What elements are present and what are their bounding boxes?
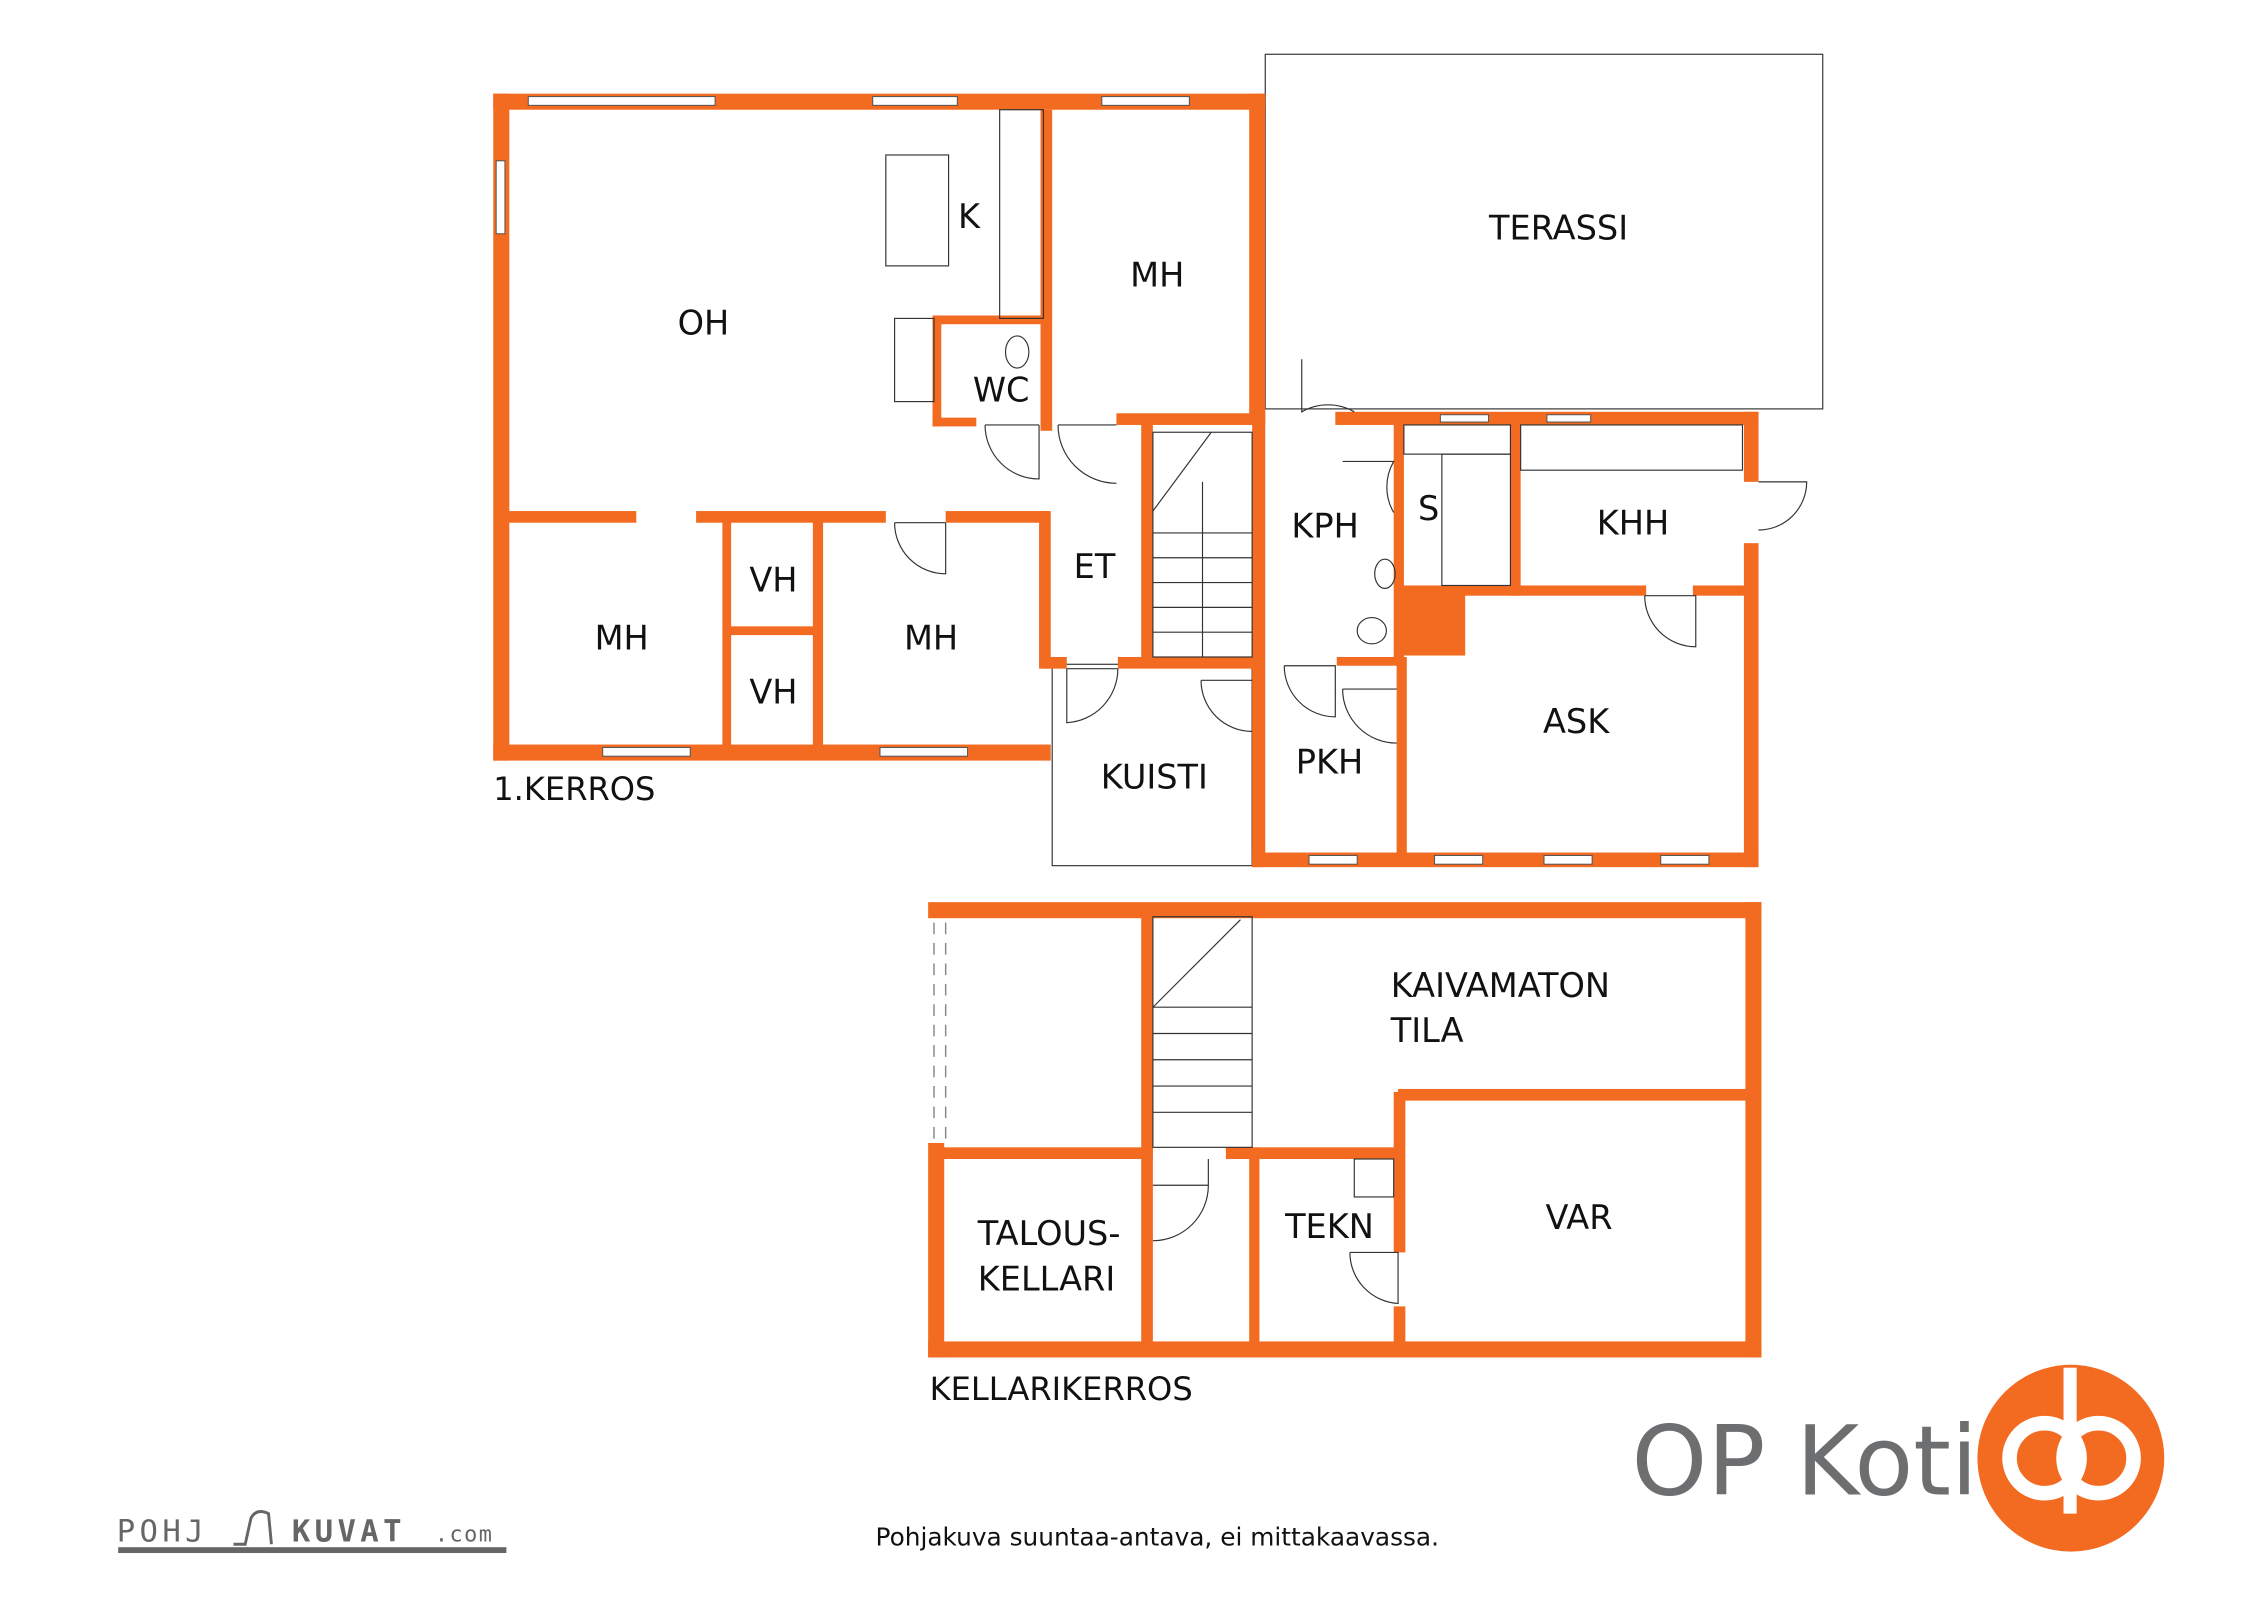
- brand-name: OP Koti: [1632, 1406, 1978, 1518]
- basement-walls: [928, 902, 1762, 1358]
- watermark-left: POHJ: [117, 1514, 208, 1549]
- fixtures: [885, 109, 1808, 744]
- room-label-vh: VH: [749, 673, 797, 712]
- room-label-terassi: TERASSI: [1488, 209, 1628, 248]
- room-label-kph: KPH: [1291, 506, 1358, 545]
- room-label-talous: TALOUS-: [977, 1214, 1121, 1253]
- room-label-var: VAR: [1545, 1198, 1612, 1237]
- room-label-kuisti: KUISTI: [1101, 757, 1208, 796]
- room-label-oh: OH: [678, 303, 730, 342]
- room-label-mh: MH: [904, 619, 958, 658]
- room-label-vh: VH: [749, 560, 797, 599]
- room-label-mh: MH: [1130, 255, 1184, 294]
- room-label-ask: ASK: [1543, 702, 1610, 741]
- room-label-kaivamaton: KAIVAMATON: [1391, 966, 1610, 1005]
- room-label-pkh: PKH: [1296, 743, 1363, 782]
- room-label-mh: MH: [595, 619, 649, 658]
- floor-title-basement: KELLARIKERROS: [930, 1370, 1193, 1408]
- room-label-k: K: [958, 197, 981, 236]
- room-label-tila: TILA: [1390, 1011, 1464, 1050]
- disclaimer-caption: Pohjakuva suuntaa-antava, ei mittakaavas…: [876, 1523, 1440, 1552]
- room-label-tekn: TEKN: [1284, 1207, 1374, 1246]
- room-label-et: ET: [1074, 547, 1116, 586]
- room-label-kellari: KELLARI: [978, 1259, 1115, 1298]
- room-label-wc: WC: [973, 371, 1030, 410]
- first-floor-walls: [493, 93, 1759, 868]
- room-label-khh: KHH: [1597, 503, 1669, 542]
- floor-title-first: 1.KERROS: [493, 770, 655, 808]
- room-label-s: S: [1418, 489, 1439, 528]
- watermark-right: KUVAT: [292, 1514, 406, 1549]
- first-floor-windows: [495, 96, 1710, 865]
- pohjakuvat-logo: POHJ KUVAT .com: [117, 1510, 507, 1554]
- op-logo-icon: [1977, 1364, 2165, 1552]
- stair-steps: [1152, 424, 1512, 657]
- watermark-suffix: .com: [435, 1522, 494, 1547]
